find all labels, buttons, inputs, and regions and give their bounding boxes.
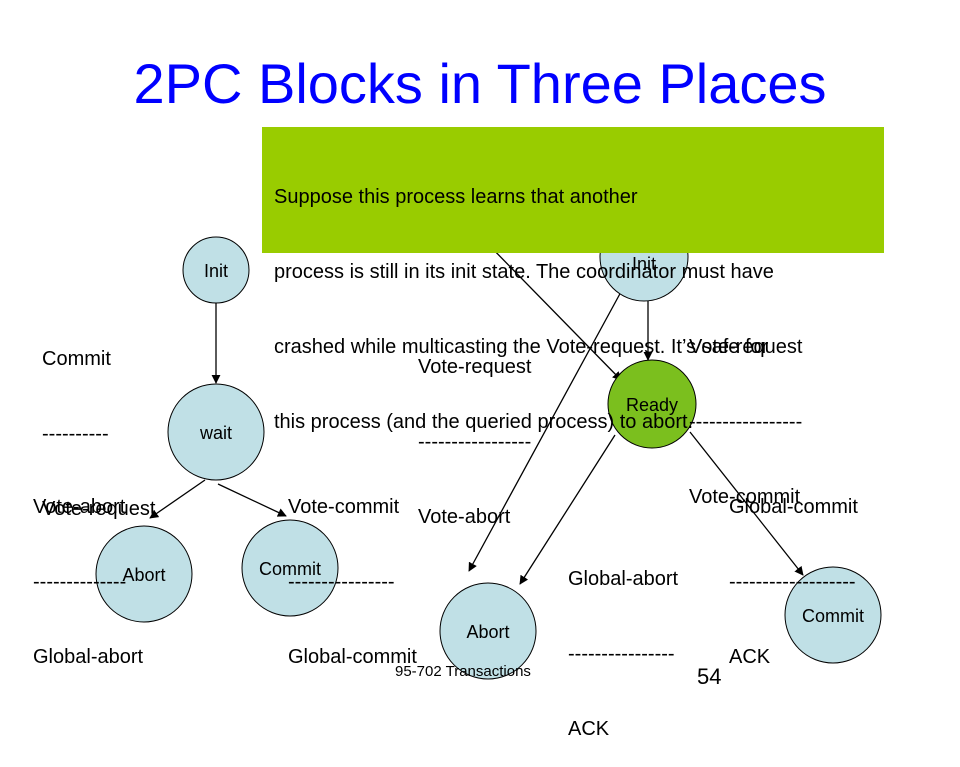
right-edge-label-line: Vote-request xyxy=(418,356,532,378)
edge-wait-to-abort xyxy=(149,479,206,519)
left-edge-label-line: -------------- xyxy=(33,571,127,593)
right-edge-label-vote-request-commit: Vote-request ----------------- Vote-comm… xyxy=(689,285,802,535)
left-edge-label-line: Global-commit xyxy=(288,646,417,668)
right-node-init-label: Init xyxy=(632,254,656,274)
left-edge-label-line: Commit xyxy=(42,348,111,370)
right-edge-label-global-abort: Global-abort ---------------- ACK xyxy=(568,517,678,767)
left-node-wait: wait xyxy=(167,383,265,481)
left-edge-label-line: ---------------- xyxy=(288,571,395,593)
left-node-commit: Commit xyxy=(241,519,339,617)
right-edge-label-line: Vote-commit xyxy=(689,486,801,508)
right-edge-label-line: Global-abort xyxy=(568,568,679,590)
right-node-commit: Commit xyxy=(784,566,882,664)
right-edge-label-line: ----------------- xyxy=(418,431,532,453)
left-edge-label-wait-commit: Vote-commit ---------------- Global-comm… xyxy=(288,445,417,695)
callout-box: Suppose this process learns that another… xyxy=(262,127,884,433)
left-edge-label-line: Global-abort xyxy=(33,646,144,668)
right-edge-label-line: ACK xyxy=(729,646,771,668)
left-node-abort-label: Abort xyxy=(122,565,165,585)
right-node-abort-label: Abort xyxy=(466,622,509,642)
right-edge-label-line: Vote-request xyxy=(689,336,803,358)
edge-vote-request-abort-to-ready xyxy=(483,239,622,381)
left-edge-label-line: Vote-commit xyxy=(288,496,400,518)
left-node-wait-label: wait xyxy=(199,423,232,443)
slide-title: 2PC Blocks in Three Places xyxy=(133,52,827,115)
left-node-abort: Abort xyxy=(95,525,193,623)
right-node-ready-label: Ready xyxy=(626,395,678,415)
slide-footer: 95-702 Transactions xyxy=(395,663,531,680)
left-edge-label-line: Vote-request xyxy=(42,498,156,520)
right-edge-label-vote-request-abort: Vote-request ----------------- Vote-abor… xyxy=(418,305,531,555)
right-node-commit-label: Commit xyxy=(802,606,864,626)
left-node-init: Init xyxy=(182,236,250,304)
left-edge-label-init-wait: Commit ---------- Vote-request xyxy=(42,297,155,547)
edge-ready-to-commit xyxy=(689,431,804,576)
right-edge-label-line: Vote-abort xyxy=(418,506,511,528)
left-edge-label-wait-abort: Vote-abort -------------- Global-abort xyxy=(33,445,143,695)
edge-wait-to-commit xyxy=(217,483,287,517)
right-edge-label-line: Global-commit xyxy=(729,496,858,518)
right-edge-label-line: ACK xyxy=(568,718,610,740)
right-edge-label-line: ------------------- xyxy=(729,571,856,593)
callout-line: Suppose this process learns that another xyxy=(274,186,638,208)
right-node-abort: Abort xyxy=(439,582,537,680)
left-node-init-label: Init xyxy=(204,261,228,281)
callout-line: this process (and the queried process) t… xyxy=(274,411,694,433)
right-edge-label-global-commit: Global-commit ------------------- ACK xyxy=(729,445,858,695)
right-node-ready: Ready xyxy=(607,359,697,449)
callout-line: process is still in its init state. The … xyxy=(274,261,774,283)
right-edge-label-line: ----------------- xyxy=(689,411,803,433)
left-node-commit-label: Commit xyxy=(259,559,321,579)
edge-ready-to-abort xyxy=(519,434,616,585)
edge-init-to-abort xyxy=(468,289,623,572)
left-edge-label-line: Vote-abort xyxy=(33,496,126,518)
page-number: 54 xyxy=(697,664,722,689)
callout-line: crashed while multicasting the Vote-requ… xyxy=(274,336,769,358)
right-edge-label-line: ---------------- xyxy=(568,643,675,665)
left-edge-label-line: ---------- xyxy=(42,423,109,445)
